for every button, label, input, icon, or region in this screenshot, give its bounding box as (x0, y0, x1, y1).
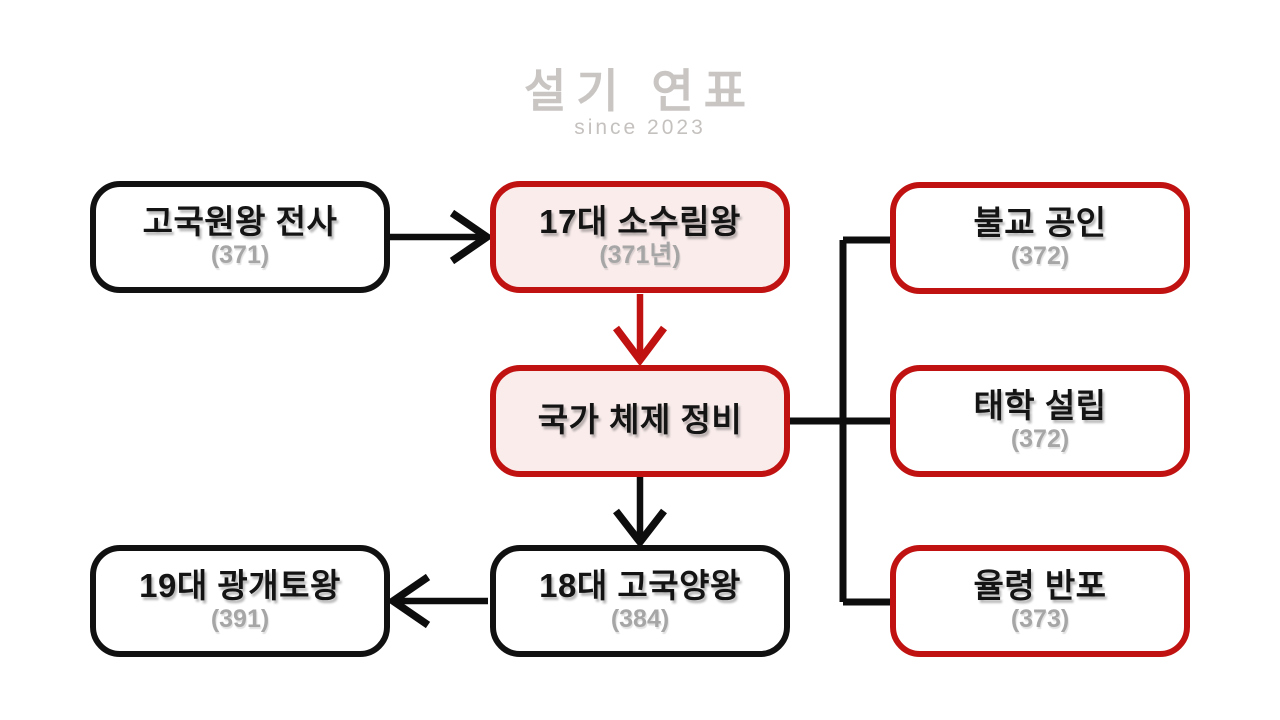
arrow-state-system-to-goguryang (613, 477, 667, 549)
node-title: 태학 설립 (973, 387, 1107, 425)
node-taehak: 태학 설립 (372) (890, 365, 1190, 477)
arrow-goguryang-to-gwanggaeto (386, 573, 488, 629)
node-year: (391) (210, 605, 270, 634)
node-title: 불교 공인 (973, 204, 1107, 242)
node-buddhism: 불교 공인 (372) (890, 182, 1190, 294)
node-title: 18대 고국양왕 (539, 567, 741, 605)
node-title: 19대 광개토왕 (139, 567, 341, 605)
arrow-gogukwon-to-sosurim (390, 209, 494, 265)
node-year: (371년) (599, 241, 681, 270)
node-sosurim-king: 17대 소수림왕 (371년) (490, 181, 790, 293)
node-year: (371) (210, 241, 270, 270)
node-year: (372) (1010, 242, 1070, 271)
node-yullyeong: 율령 반포 (373) (890, 545, 1190, 657)
watermark-title: 설기 연표 (523, 65, 757, 117)
node-year: (373) (1010, 605, 1070, 634)
node-title: 국가 체제 정비 (537, 400, 743, 438)
node-year: (384) (610, 605, 670, 634)
node-year: (372) (1010, 425, 1070, 454)
node-title: 율령 반포 (973, 567, 1107, 605)
node-title: 고국원왕 전사 (142, 203, 338, 241)
node-state-system: 국가 체제 정비 (490, 365, 790, 477)
node-title: 17대 소수림왕 (539, 203, 741, 241)
watermark: 설기 연표 since 2023 (0, 68, 1280, 138)
bracket-state-system-to-reforms (790, 236, 890, 606)
node-gwanggaeto-king: 19대 광개토왕 (391) (90, 545, 390, 657)
watermark-subtitle: since 2023 (574, 116, 706, 139)
node-gogukwon-death: 고국원왕 전사 (371) (90, 181, 390, 293)
arrow-sosurim-to-state-system (613, 294, 667, 367)
node-goguryang-king: 18대 고국양왕 (384) (490, 545, 790, 657)
